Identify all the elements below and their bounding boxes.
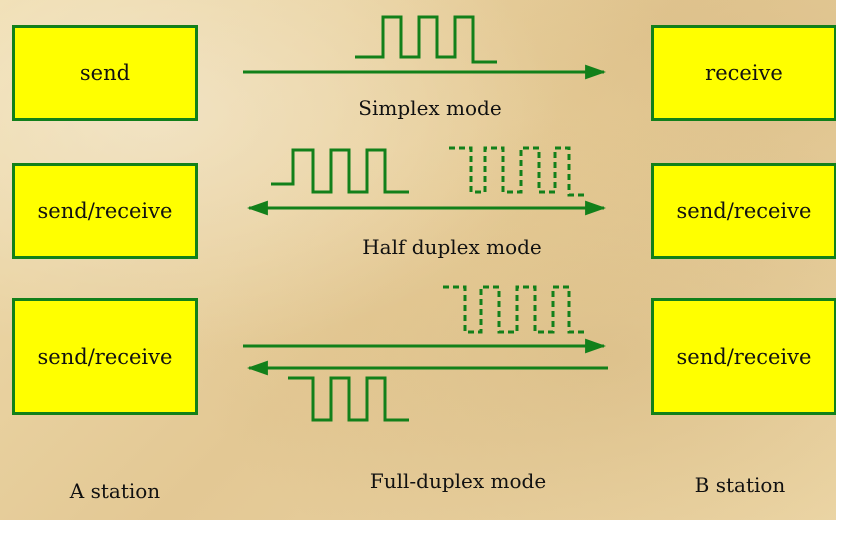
simplex-mode-caption: Simplex mode	[358, 96, 502, 120]
b-station-receive-box: receive	[651, 25, 837, 121]
b-station-half-duplex-box: send/receive	[651, 163, 837, 259]
right-margin	[836, 0, 841, 533]
full-duplex-pulse-signal-dashed	[443, 285, 584, 334]
a-station-full-duplex-label: send/receive	[37, 344, 173, 369]
a-station-caption: A station	[69, 479, 161, 503]
diagram-graphics	[243, 15, 608, 422]
b-station-receive-label: receive	[705, 61, 783, 85]
a-station-send-label: send	[79, 61, 131, 85]
bottom-margin	[0, 520, 841, 533]
full-duplex-pulse-signal-solid	[288, 376, 409, 422]
b-station-full-duplex-label: send/receive	[676, 344, 812, 369]
half-duplex-pulse-signal-solid	[271, 148, 409, 194]
b-station-full-duplex-box: send/receive	[651, 298, 837, 415]
a-station-half-duplex-box: send/receive	[12, 163, 198, 259]
full-duplex-mode-caption: Full-duplex mode	[369, 469, 547, 493]
b-station-half-duplex-label: send/receive	[676, 199, 812, 223]
half-duplex-mode-caption: Half duplex mode	[362, 235, 542, 259]
a-station-full-duplex-box: send/receive	[12, 298, 198, 415]
b-station-caption: B station	[694, 473, 786, 497]
simplex-pulse-signal	[355, 15, 497, 64]
half-duplex-pulse-signal-dashed	[449, 146, 584, 197]
a-station-half-duplex-label: send/receive	[37, 199, 173, 223]
a-station-send-box: send	[12, 25, 198, 121]
